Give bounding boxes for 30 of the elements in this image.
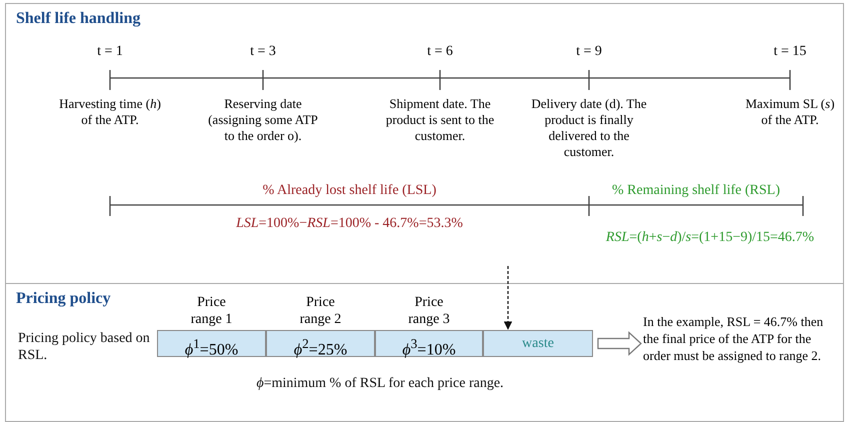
span-label: % Remaining shelf life (RSL) — [611, 182, 781, 199]
span-label: % Already lost shelf life (LSL) — [262, 182, 438, 199]
time-label: t = 15 — [772, 44, 808, 60]
time-label: t = 6 — [426, 44, 454, 60]
note-text: In the example, RSL = 46.7% then the final price of the ATP for the order must be assigned to range 2. — [643, 313, 828, 364]
section-heading: Shelf life handling — [16, 10, 140, 28]
time-label: t = 1 — [96, 44, 124, 60]
event-description: Reserving date (assigning some ATP to the order o). — [207, 96, 319, 144]
table-cell: waste — [483, 330, 593, 357]
column-header: Price range 1 — [190, 294, 234, 329]
event-description: Maximum SL (s) of the ATP. — [745, 96, 835, 128]
time-label: t = 3 — [249, 44, 277, 60]
table-cell: ϕ$^{1}$=50% — [157, 330, 266, 357]
block-arrow — [597, 331, 642, 356]
section-panel — [5, 283, 844, 422]
event-description: Shipment date. The product is sent to the customer. — [384, 96, 496, 144]
section-panel — [5, 3, 844, 285]
formula: RSL=(h+s−d)/s=(1+15−9)/15=46.7% — [604, 229, 816, 246]
event-description: Harvesting time (h) of the ATP. — [58, 96, 162, 128]
table-cell: ϕ$^{3}$=10% — [375, 330, 483, 357]
time-label: t = 9 — [575, 44, 603, 60]
arrow — [504, 266, 512, 330]
event-description: Delivery date (d). The product is finally delivered to the customer. — [530, 96, 648, 160]
definition-text: ϕ=minimum % of RSL for each price range. — [255, 375, 505, 392]
section-heading: Pricing policy — [16, 290, 111, 308]
description-text: Pricing policy based on RSL. — [18, 330, 150, 364]
table-cell: ϕ$^{2}$=25% — [266, 330, 375, 357]
formula: LSL=100%−RSL=100% - 46.7%=53.3% — [235, 215, 464, 232]
column-header: Price range 2 — [298, 294, 342, 329]
column-header: Price range 3 — [407, 294, 451, 329]
